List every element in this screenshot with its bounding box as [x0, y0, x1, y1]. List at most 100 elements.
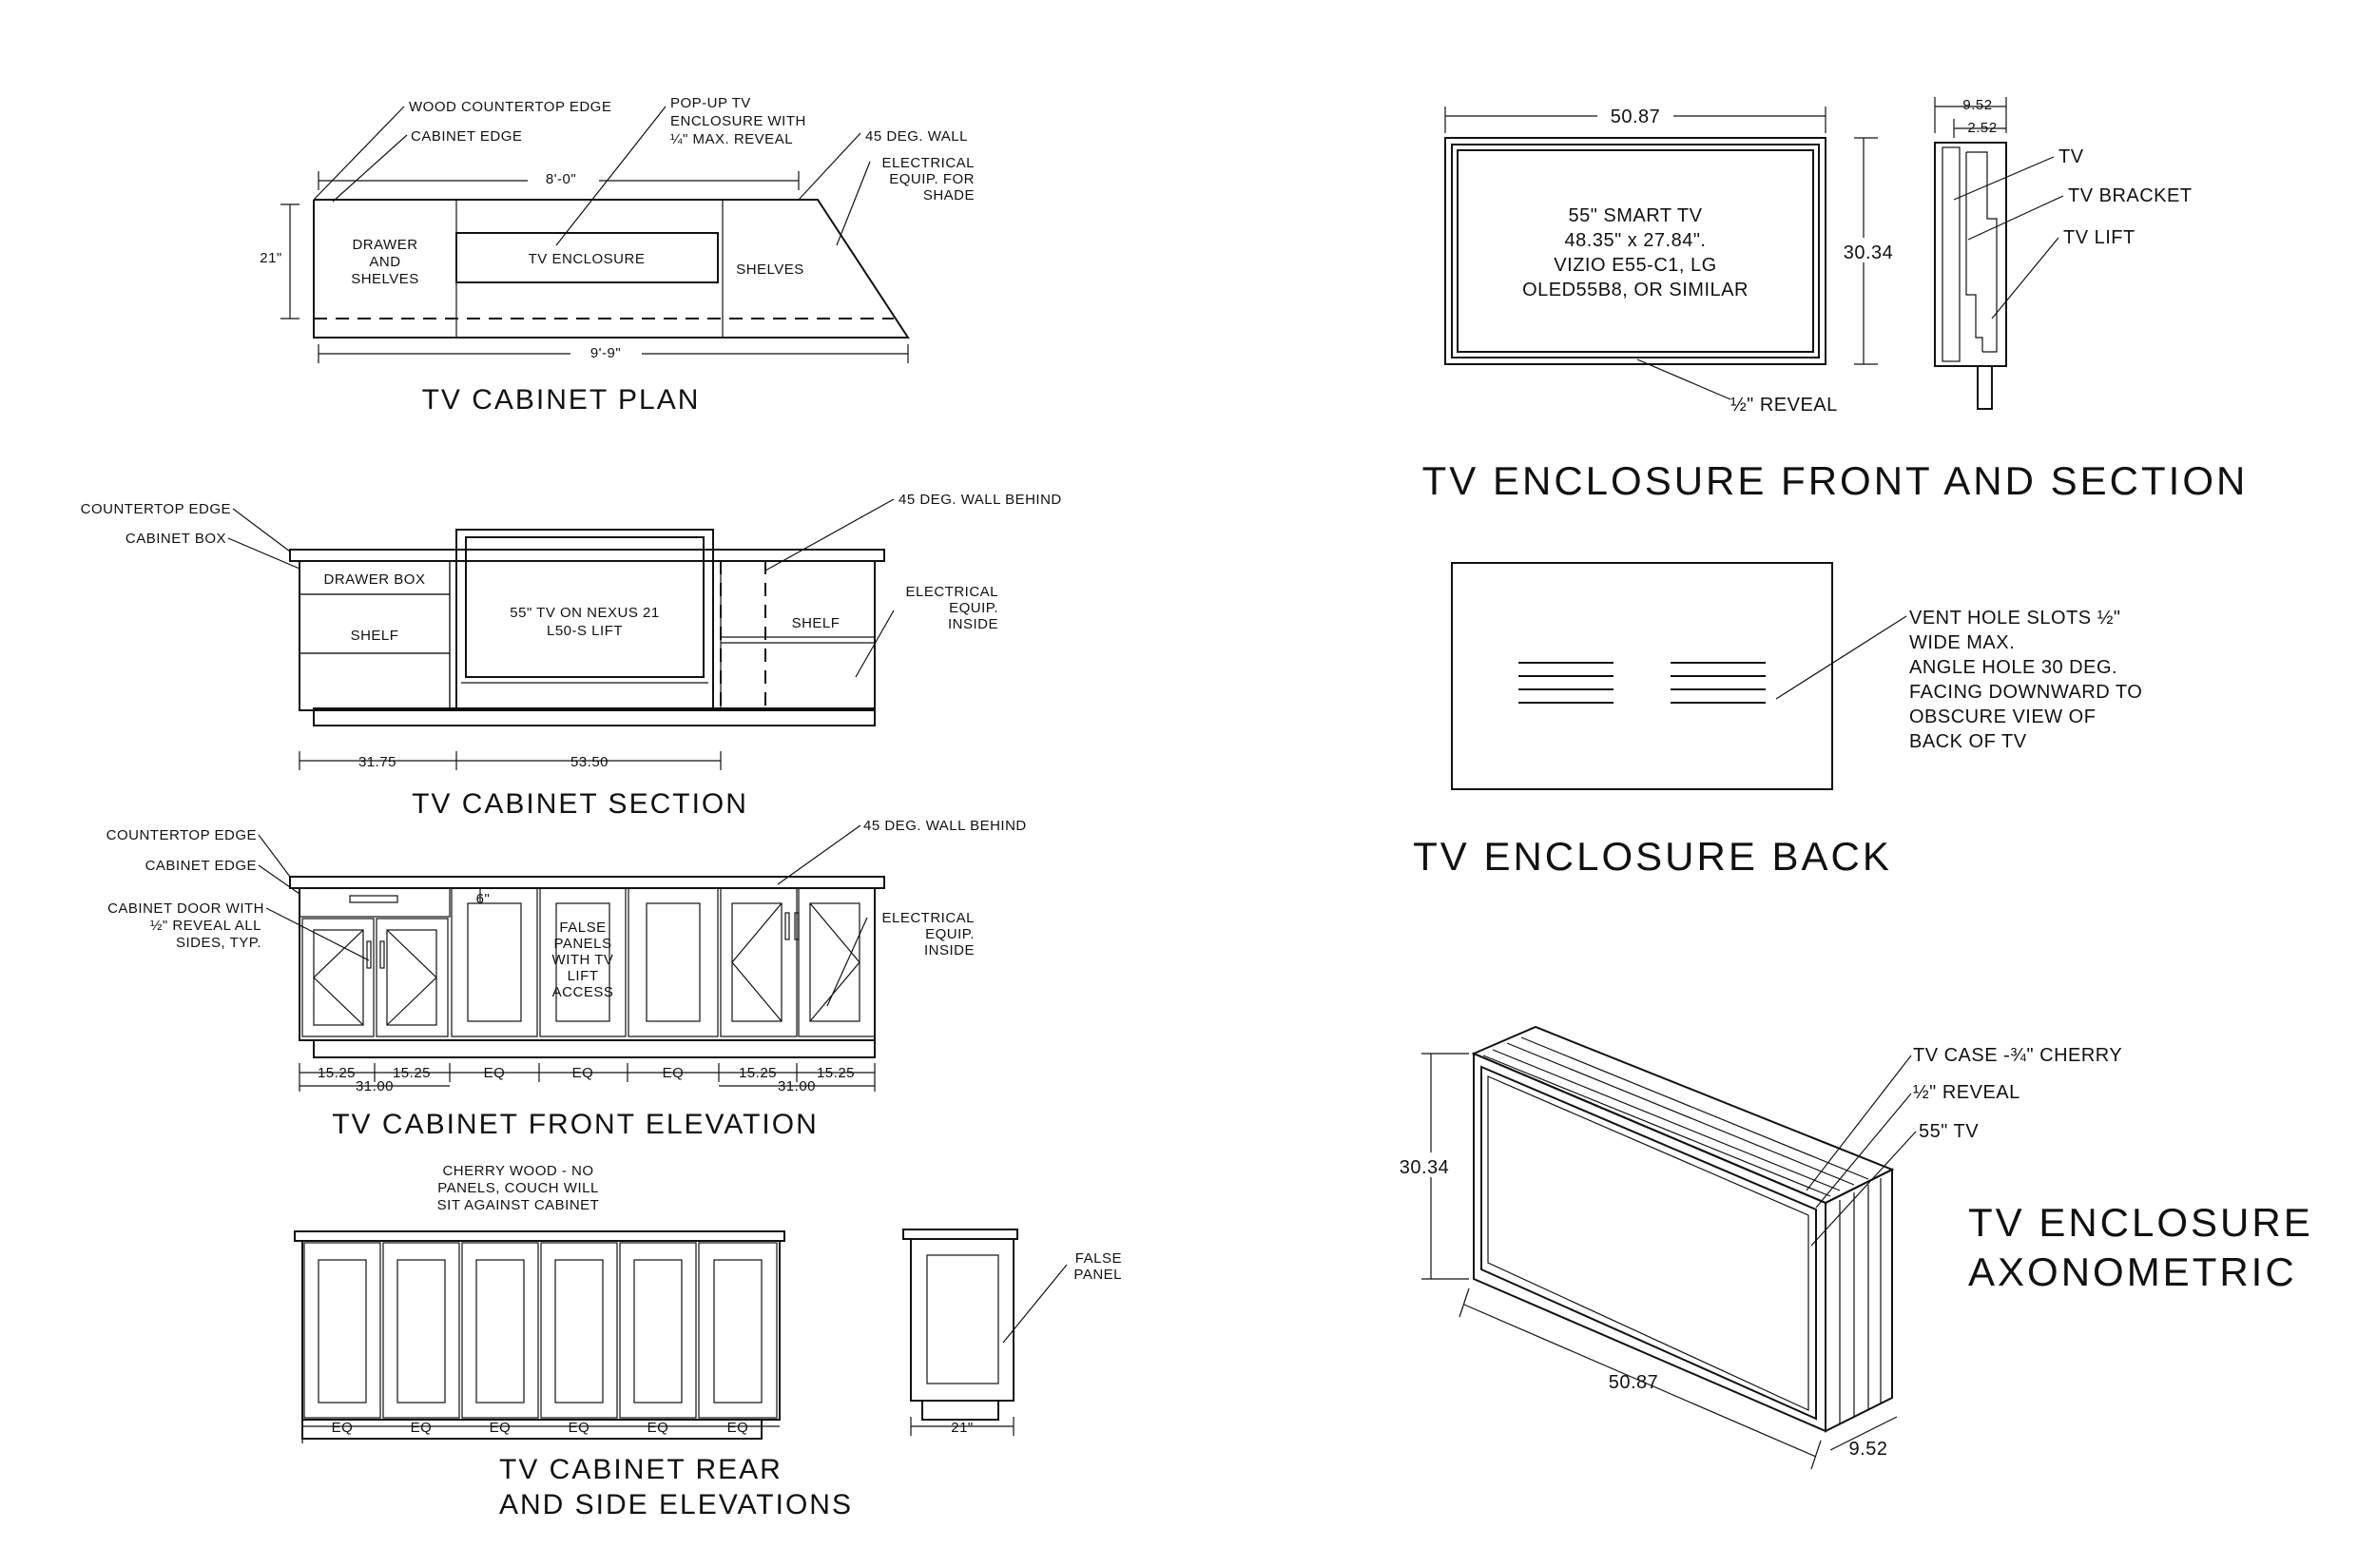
rear-dim-4: EQ [569, 1420, 590, 1436]
front-label-countertop: COUNTERTOP EDGE [106, 827, 257, 843]
section-label-shelf-left: SHELF [351, 628, 399, 644]
section-label-shelf-right: SHELF [792, 615, 841, 631]
front-dim-7: 15.25 [817, 1065, 855, 1081]
front-label-elec-1: ELECTRICAL [881, 910, 975, 926]
enc-front-tv-1: 55" SMART TV [1569, 205, 1703, 226]
front-label-false-5: ACCESS [552, 984, 614, 1000]
enc-back-note-6: BACK OF TV [1909, 731, 2027, 752]
plan-label-elec-2: EQUIP. FOR [889, 171, 975, 187]
front-label-door-1: CABINET DOOR WITH [107, 900, 264, 917]
section-label-countertop: COUNTERTOP EDGE [81, 501, 231, 517]
front-dim-total-left: 31.00 [356, 1078, 394, 1094]
section-label-wall45: 45 DEG. WALL BEHIND [899, 492, 1062, 508]
section-label-elec-1: ELECTRICAL [905, 584, 998, 600]
front-label-elec-2: EQUIP. [925, 926, 975, 942]
enc-back-note-3: ANGLE HOLE 30 DEG. [1909, 657, 2117, 678]
front-label-door-2: ½" REVEAL ALL [150, 918, 261, 934]
rear-note-3: SIT AGAINST CABINET [437, 1197, 600, 1213]
axo-side-grain [1839, 1178, 1882, 1424]
enc-back-note-2: WIDE MAX. [1909, 632, 2015, 653]
section-dim-center: 53.50 [570, 754, 609, 770]
rear-note-1: CHERRY WOOD - NO [442, 1163, 593, 1179]
axo-label-reveal: ½" REVEAL [1913, 1082, 2020, 1103]
plan-dim-depth: 21" [260, 250, 282, 266]
enc-back-title: TV ENCLOSURE BACK [1413, 834, 1892, 879]
plan-label-cabinet-edge: CABINET EDGE [411, 128, 522, 145]
tv-cabinet-plan: 8'-0" 9'-9" 21" WOOD COUNTERTOP EDGE POP… [260, 95, 975, 416]
front-dim-total-right: 31.00 [778, 1078, 816, 1094]
enc-front-title: TV ENCLOSURE FRONT AND SECTION [1422, 458, 2249, 503]
plan-label-drawer-1: DRAWER [352, 237, 417, 253]
plan-label-drawer-3: SHELVES [351, 271, 419, 287]
enc-front-tv-4: OLED55B8, OR SIMILAR [1522, 280, 1749, 300]
rear-dim-2: EQ [411, 1420, 433, 1436]
axo-side-face [1825, 1168, 1893, 1433]
axo-label-case: TV CASE -¾" CHERRY [1913, 1045, 2122, 1066]
front-label-false-4: LIFT [568, 968, 599, 984]
front-dim-ticks [299, 1063, 876, 1092]
enc-sec-lift: TV LIFT [2063, 227, 2135, 248]
rear-title-2: AND SIDE ELEVATIONS [499, 1489, 853, 1520]
enc-back-note-4: FACING DOWNWARD TO [1909, 682, 2142, 703]
enc-back-note-5: OBSCURE VIEW OF [1909, 707, 2096, 727]
rear-dim-1: EQ [332, 1420, 354, 1436]
front-label-door-3: SIDES, TYP. [176, 935, 261, 951]
rear-note-2: PANELS, COUCH WILL [437, 1180, 599, 1196]
enc-sec-w1: 9.52 [1962, 97, 1992, 113]
enc-sec-tv: TV [2058, 146, 2084, 167]
front-label-false-1: FALSE [559, 920, 606, 936]
enc-front-tv-2: 48.35" x 27.84". [1565, 230, 1707, 251]
tv-enclosure-front-section: 50.87 30.34 55" SMART TV 48.35" x 27.84"… [1422, 97, 2249, 503]
side-label-false-1: FALSE [1075, 1250, 1122, 1267]
plan-label-wall45: 45 DEG. WALL [865, 128, 968, 145]
axo-dim-height: 30.34 [1400, 1157, 1450, 1178]
axo-title-1: TV ENCLOSURE [1968, 1200, 2313, 1245]
axo-wood-grain [1482, 1036, 1869, 1197]
front-label-dim6: 6" [476, 891, 491, 907]
front-dim-3: EQ [484, 1065, 506, 1081]
vent-slots [1518, 662, 1766, 704]
plan-label-elec-1: ELECTRICAL [881, 155, 975, 171]
rear-dim-5: EQ [647, 1420, 669, 1436]
front-dim-4: EQ [572, 1065, 594, 1081]
section-title: TV CABINET SECTION [412, 788, 748, 820]
section-label-elec-3: INSIDE [948, 616, 998, 632]
front-title: TV CABINET FRONT ELEVATION [332, 1109, 819, 1140]
plan-label-popup-3: ¼" MAX. REVEAL [670, 131, 793, 147]
plan-label-popup-2: ENCLOSURE WITH [670, 113, 806, 129]
enc-front-width: 50.87 [1611, 106, 1661, 127]
axo-front-face [1473, 1052, 1826, 1433]
section-label-tv-1: 55" TV ON NEXUS 21 [510, 605, 659, 621]
plan-label-popup-1: POP-UP TV [670, 95, 751, 111]
front-label-false-2: PANELS [553, 936, 611, 952]
front-dim-1: 15.25 [318, 1065, 356, 1081]
section-label-elec-2: EQUIP. [949, 600, 998, 616]
front-dim-6: 15.25 [739, 1065, 777, 1081]
front-label-false-3: WITH TV [552, 952, 614, 968]
side-label-false-2: PANEL [1073, 1267, 1122, 1283]
section-label-tv-2: L50-S LIFT [547, 623, 623, 639]
axo-label-tv: 55" TV [1919, 1121, 1979, 1142]
side-dim: 21" [951, 1420, 974, 1436]
rear-dim-3: EQ [490, 1420, 512, 1436]
tv-cabinet-front-elevation: 15.25 15.25 EQ EQ EQ 15.25 15.25 31.00 3… [106, 818, 1027, 1140]
tv-enclosure-axonometric: 30.34 50.87 9.52 TV CASE -¾" CHERRY ½" R… [1393, 1025, 2313, 1470]
plan-label-drawer-2: AND [369, 254, 400, 270]
axo-dim-depth: 9.52 [1849, 1439, 1888, 1460]
tv-enclosure-back: VENT HOLE SLOTS ½" WIDE MAX. ANGLE HOLE … [1413, 562, 2142, 879]
enc-front-reveal: ½" REVEAL [1730, 395, 1838, 416]
enc-sec-bracket: TV BRACKET [2068, 185, 2193, 206]
front-label-wall45: 45 DEG. WALL BEHIND [863, 818, 1027, 834]
section-dim-left: 31.75 [358, 754, 396, 770]
axo-title-2: AXONOMETRIC [1968, 1249, 2297, 1294]
front-label-elec-3: INSIDE [924, 942, 975, 958]
tv-enclosure-box [455, 232, 719, 283]
plan-label-elec-3: SHADE [923, 187, 975, 203]
front-dim-5: EQ [663, 1065, 685, 1081]
plan-label-shelves: SHELVES [736, 261, 804, 278]
rear-dim-6: EQ [727, 1420, 749, 1436]
enc-back-note-1: VENT HOLE SLOTS ½" [1909, 608, 2120, 629]
tv-cabinet-section: 31.75 53.50 COUNTERTOP EDGE CABINET BOX … [81, 492, 1062, 820]
plan-dim-top: 8'-0" [546, 171, 576, 187]
